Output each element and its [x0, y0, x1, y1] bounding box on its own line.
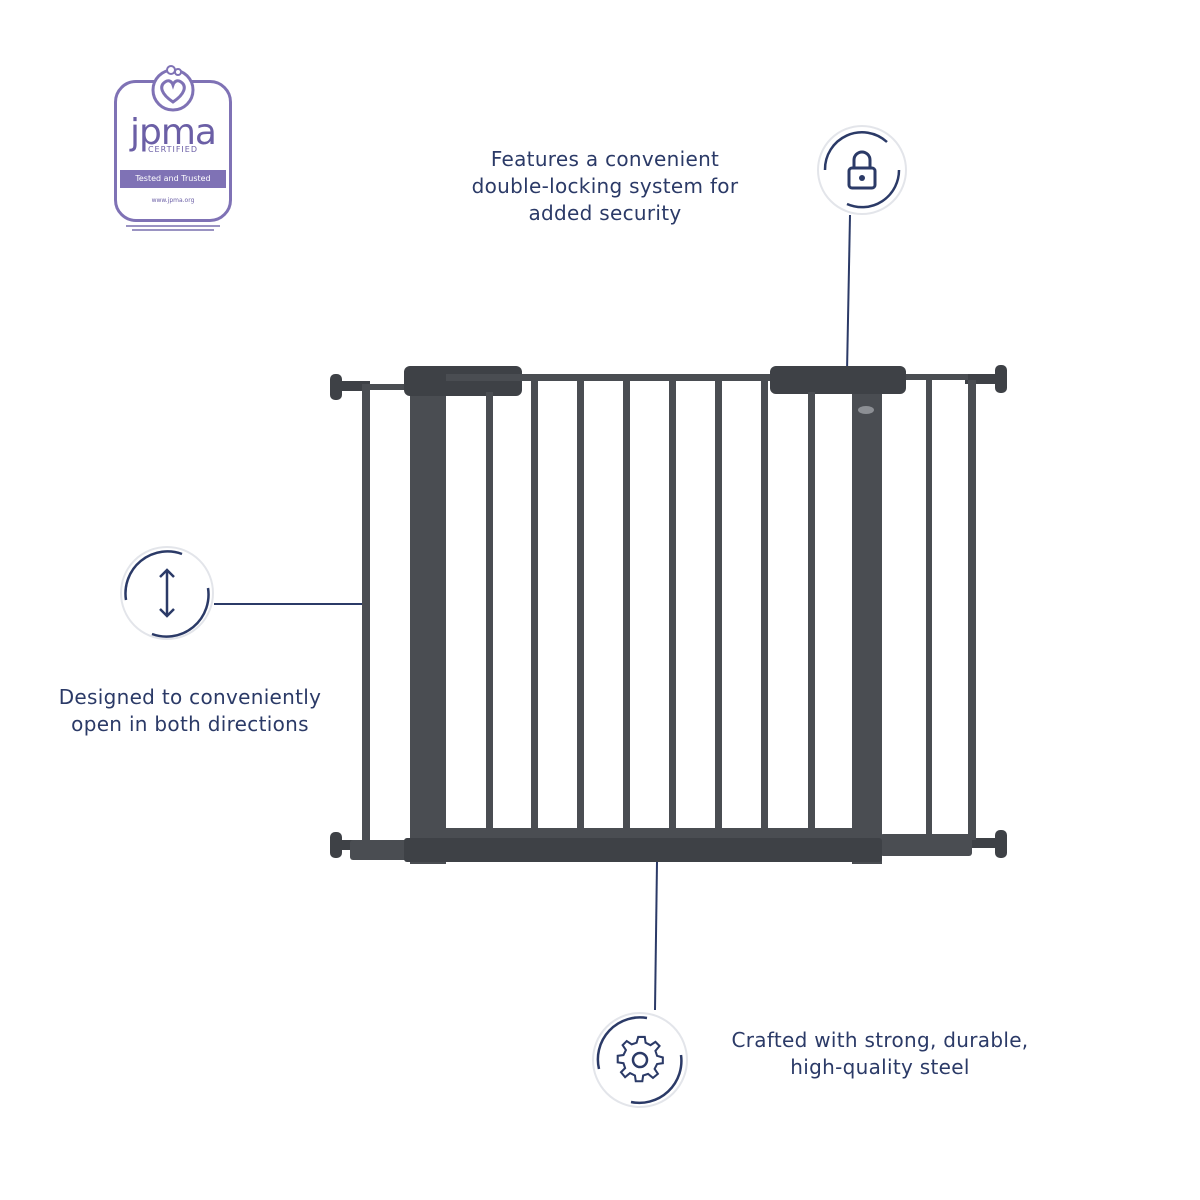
spindle-top-right-rod	[965, 374, 995, 384]
badge-fine-print	[126, 225, 220, 231]
gate-bar-4	[623, 378, 630, 832]
right-post	[852, 372, 882, 864]
gate-top-rail	[446, 374, 770, 381]
badge-brand: jpma	[130, 112, 217, 153]
left-extension-bar-1	[362, 384, 370, 848]
up-down-arrow-icon	[159, 568, 175, 618]
spindle-top-left	[330, 374, 342, 400]
gate-bottom-rail	[446, 828, 852, 840]
feature-directions-text: Designed to conveniently open in both di…	[58, 685, 322, 736]
spindle-top-left-rod	[342, 381, 370, 391]
right-top-housing	[770, 366, 906, 394]
right-extension-bar-2	[968, 380, 976, 840]
gate-bar-5	[669, 378, 676, 832]
left-extension-top	[370, 384, 410, 390]
feature-lock-text: Features a convenient double-locking sys…	[471, 147, 739, 225]
spindle-bottom-right-rod	[968, 838, 996, 848]
spindle-top-right	[995, 365, 1007, 393]
lock-icon	[847, 150, 877, 190]
gear-icon	[616, 1035, 664, 1083]
lock-icon-circle	[817, 125, 907, 215]
gate-bar-8	[808, 392, 815, 832]
badge-url: www.jpma.org	[151, 197, 195, 204]
right-extension-bar-1	[926, 380, 932, 840]
gate-logo-tag	[858, 406, 874, 414]
gate-bar-6	[715, 378, 722, 832]
spindle-bottom-right	[995, 830, 1007, 858]
left-extension-bottom	[350, 840, 410, 860]
right-extension-top	[906, 374, 968, 380]
spindle-bottom-left	[330, 832, 342, 858]
steel-connector-line	[654, 861, 658, 1011]
directions-icon-circle	[120, 546, 214, 640]
heart-logo-icon	[151, 65, 195, 112]
badge-certified: CERTIFIED	[147, 145, 199, 154]
gate-bar-7	[761, 380, 768, 832]
gate-bar-2	[531, 378, 538, 832]
gate-bar-3	[577, 378, 584, 832]
lock-connector-line	[846, 214, 851, 373]
feature-steel-text: Crafted with strong, durable, high-quali…	[731, 1028, 1029, 1079]
gate-bar-1	[486, 392, 493, 832]
badge-tested-trusted: Tested and Trusted	[120, 170, 226, 188]
gear-icon-circle	[592, 1012, 688, 1108]
base-rail	[404, 838, 882, 862]
right-extension-bottom	[880, 834, 972, 856]
left-post	[410, 372, 446, 864]
